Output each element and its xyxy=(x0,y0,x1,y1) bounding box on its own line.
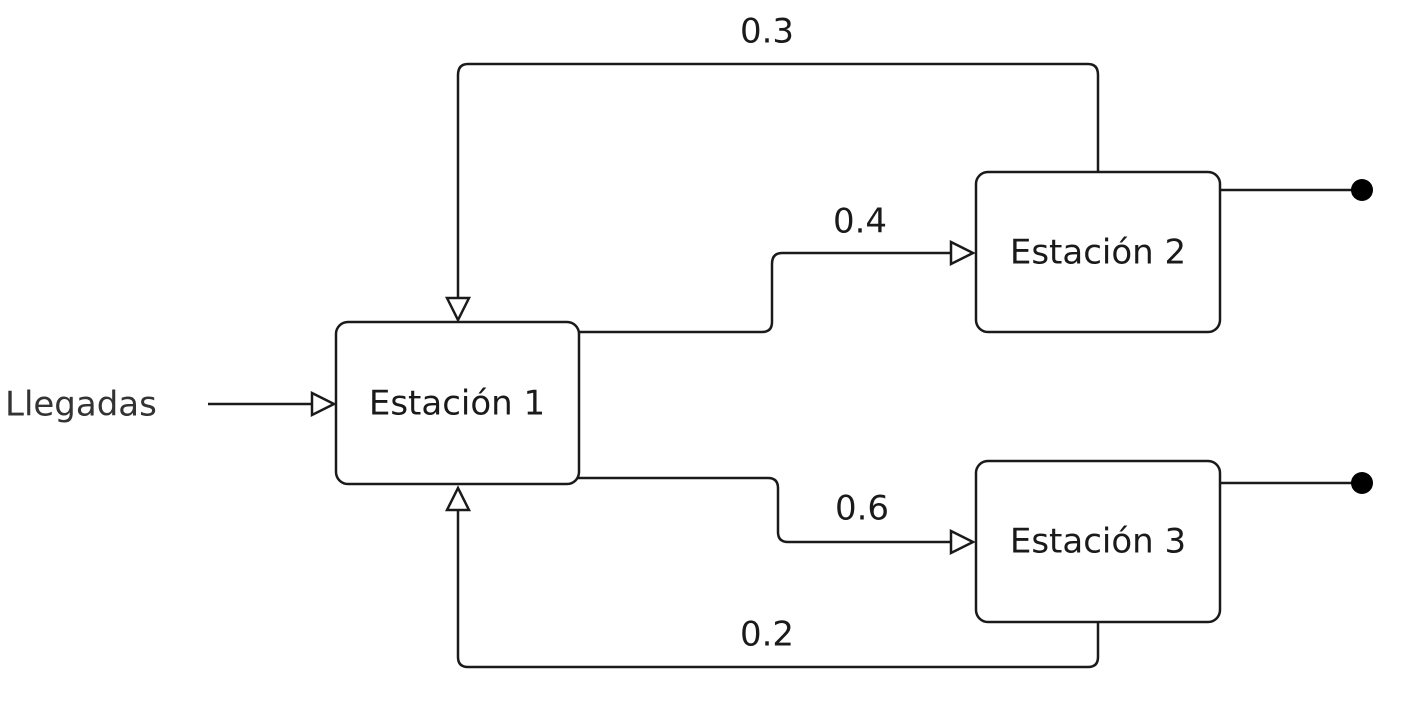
edge-label-s2-to-s1: 0.3 xyxy=(740,12,794,52)
station-box-3: Estación 3 xyxy=(974,459,1222,624)
edge-s1-to-s2 xyxy=(578,251,951,334)
edge-s3-to-s1 xyxy=(456,510,1100,669)
station-box-2: Estación 2 xyxy=(974,170,1222,334)
arrowhead-s3-to-s1 xyxy=(444,485,472,512)
edge-s2-to-s1 xyxy=(456,62,1100,298)
exit-endpoint-s2 xyxy=(1351,179,1373,201)
edge-label-s1-to-s2: 0.4 xyxy=(833,202,887,242)
edge-s1-to-s3 xyxy=(578,476,951,544)
edge-label-s1-to-s3: 0.6 xyxy=(835,489,889,529)
arrivals-label: Llegadas xyxy=(5,385,157,425)
station-label: Estación 3 xyxy=(1010,522,1186,562)
arrowhead-s2-to-s1 xyxy=(444,296,472,323)
station-box-1: Estación 1 xyxy=(334,320,581,486)
arrowhead-s1-to-s3 xyxy=(949,528,976,556)
station-label: Estación 1 xyxy=(369,384,545,424)
arrival-arrowhead xyxy=(310,390,337,418)
station-label: Estación 2 xyxy=(1010,233,1186,273)
exit-endpoint-s3 xyxy=(1351,472,1373,494)
arrowhead-s1-to-s2 xyxy=(949,239,976,267)
edge-label-s3-to-s1: 0.2 xyxy=(740,615,794,655)
